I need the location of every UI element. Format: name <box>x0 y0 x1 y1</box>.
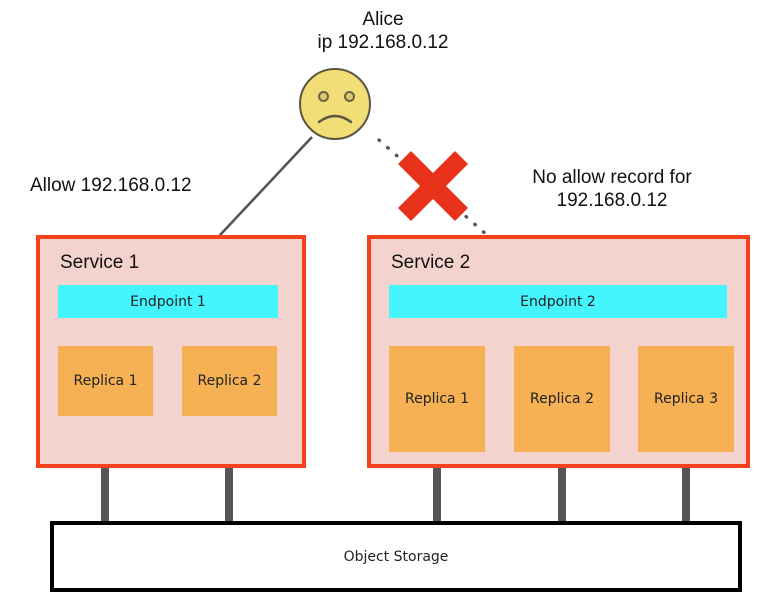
endpoint-1-box[interactable]: Endpoint 1 <box>58 285 278 318</box>
service-2-replica-2[interactable]: Replica 2 <box>514 346 610 452</box>
endpoint-2-box[interactable]: Endpoint 2 <box>389 285 727 318</box>
person-name-label: Alice <box>362 9 404 30</box>
service-2-replica-3[interactable]: Replica 3 <box>638 346 734 452</box>
right-eye-icon <box>344 91 355 102</box>
left-eye-icon <box>318 91 329 102</box>
service-1-replica-2[interactable]: Replica 2 <box>182 346 277 416</box>
frown-mouth-icon <box>317 114 353 124</box>
object-storage-box[interactable]: Object Storage <box>50 521 742 592</box>
deny-record-label-line1: No allow record for <box>532 167 692 188</box>
alice-sad-face-avatar <box>299 68 371 140</box>
blocked-x-icon <box>398 151 468 221</box>
allow-record-label: Allow 192.168.0.12 <box>30 175 192 196</box>
deny-record-label-line2: 192.168.0.12 <box>556 190 668 211</box>
service-2-replica-1[interactable]: Replica 1 <box>389 346 485 452</box>
service-1-replica-1[interactable]: Replica 1 <box>58 346 153 416</box>
service-2-title: Service 2 <box>391 252 471 273</box>
service-1-title: Service 1 <box>60 252 140 273</box>
person-ip-label: ip 192.168.0.12 <box>317 32 449 53</box>
